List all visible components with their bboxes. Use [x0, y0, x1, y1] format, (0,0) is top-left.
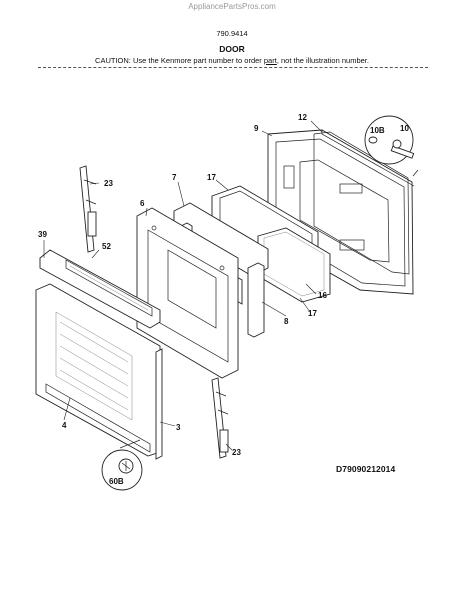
callout-52: 52 — [102, 242, 111, 251]
caution-part-link[interactable]: part — [263, 56, 277, 65]
caution-suffix: , not the illustration number. — [276, 56, 369, 65]
outer-door-glass — [35, 283, 161, 457]
caution-prefix: CAUTION: Use the Kenmore part number to … — [95, 56, 264, 65]
callout-39: 39 — [38, 230, 47, 239]
callout-6: 6 — [140, 199, 145, 208]
callout-10: 10 — [400, 124, 409, 133]
callout-23-top: 23 — [104, 179, 113, 188]
door-hinge-bottom — [211, 377, 229, 459]
callout-4: 4 — [62, 421, 67, 430]
door-hinge-top — [79, 165, 97, 253]
caution-text: CAUTION: Use the Kenmore part number to … — [0, 56, 464, 65]
header-divider — [38, 67, 428, 68]
callout-17-top: 17 — [207, 173, 216, 182]
callout-12: 12 — [298, 113, 307, 122]
callout-23-bottom: 23 — [232, 448, 241, 457]
model-number: 790.9414 — [216, 29, 248, 38]
callout-16: 16 — [318, 291, 327, 300]
callout-60b: 60B — [109, 477, 124, 486]
watermark: AppliancePartsPros.com — [188, 2, 276, 11]
door-screw-detail — [101, 439, 143, 491]
callout-7: 7 — [172, 173, 177, 182]
callout-9: 9 — [254, 124, 259, 133]
diagram-code: D79090212014 — [336, 464, 396, 474]
hinge-screw-detail — [364, 115, 419, 177]
door-side-trim — [155, 348, 163, 460]
callout-10b: 10B — [370, 126, 385, 135]
inner-door-frame — [136, 207, 239, 379]
callout-3: 3 — [176, 423, 181, 432]
callout-17-bottom: 17 — [308, 309, 317, 318]
leader-lines — [43, 120, 323, 451]
door-handle — [39, 249, 161, 329]
page-title: DOOR — [219, 44, 245, 54]
callout-8: 8 — [284, 317, 289, 326]
door-gasket — [313, 131, 410, 275]
